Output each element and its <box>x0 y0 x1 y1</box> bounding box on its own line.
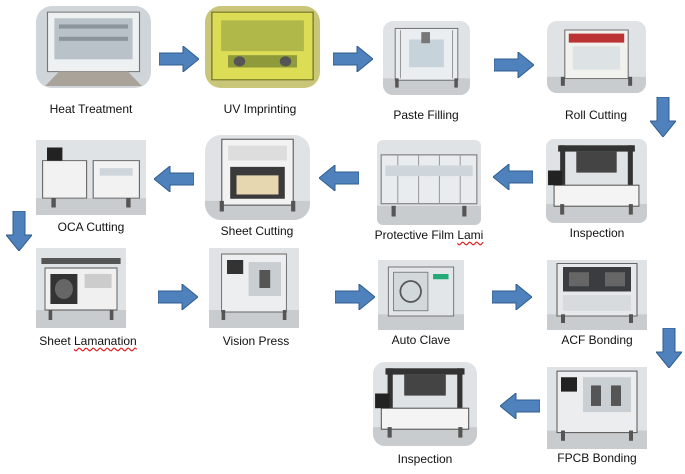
roll-cutting-machine-photo <box>547 21 646 93</box>
inspection-machine-photo <box>373 362 477 446</box>
arrow-right-icon <box>494 52 534 78</box>
step-label: Roll Cutting <box>564 108 628 122</box>
step-label: Vision Press <box>222 334 290 348</box>
fpcb-bonding-machine-photo <box>547 367 647 449</box>
arrow-right-icon <box>492 284 532 310</box>
arrow-left-icon <box>500 393 540 419</box>
arrow-right-icon <box>158 284 198 310</box>
oca-cutting-machine-photo <box>36 140 146 215</box>
vision-press-machine-photo <box>209 248 299 328</box>
arrow-left-icon <box>319 165 359 191</box>
heat-treatment-oven-photo <box>36 6 151 88</box>
film-lamination-line-photo <box>377 140 481 225</box>
acf-bonding-machine-photo <box>547 260 647 330</box>
arrow-left-icon <box>154 166 194 192</box>
step-label: ACF Bonding <box>561 333 633 347</box>
step-label: Inspection <box>569 226 625 240</box>
sheet-lamination-machine-photo <box>36 248 126 328</box>
step-label: Sheet Lamanation <box>39 334 137 348</box>
inspection-machine-photo <box>546 139 647 223</box>
arrow-down-icon <box>6 211 32 251</box>
step-label: UV Imprinting <box>223 102 297 116</box>
uv-imprinting-machine-photo <box>205 6 320 88</box>
step-label: Sheet Cutting <box>220 224 294 238</box>
arrow-right-icon <box>333 46 373 72</box>
autoclave-cabinet-photo <box>378 260 464 330</box>
arrow-right-icon <box>159 46 199 72</box>
arrow-right-icon <box>335 284 375 310</box>
sheet-cutting-machine-photo <box>205 135 310 220</box>
step-label: FPCB Bonding <box>557 451 637 465</box>
arrow-down-icon <box>650 97 676 137</box>
step-label: OCA Cutting <box>57 220 125 234</box>
arrow-down-icon <box>656 328 682 368</box>
step-label: Protective Film Lami <box>374 228 484 242</box>
step-label: Auto Clave <box>391 333 451 347</box>
paste-filling-machine-photo <box>383 21 470 95</box>
step-label: Inspection <box>397 452 453 466</box>
arrow-left-icon <box>493 164 533 190</box>
step-label: Heat Treatment <box>49 102 133 116</box>
step-label: Paste Filling <box>393 108 459 122</box>
